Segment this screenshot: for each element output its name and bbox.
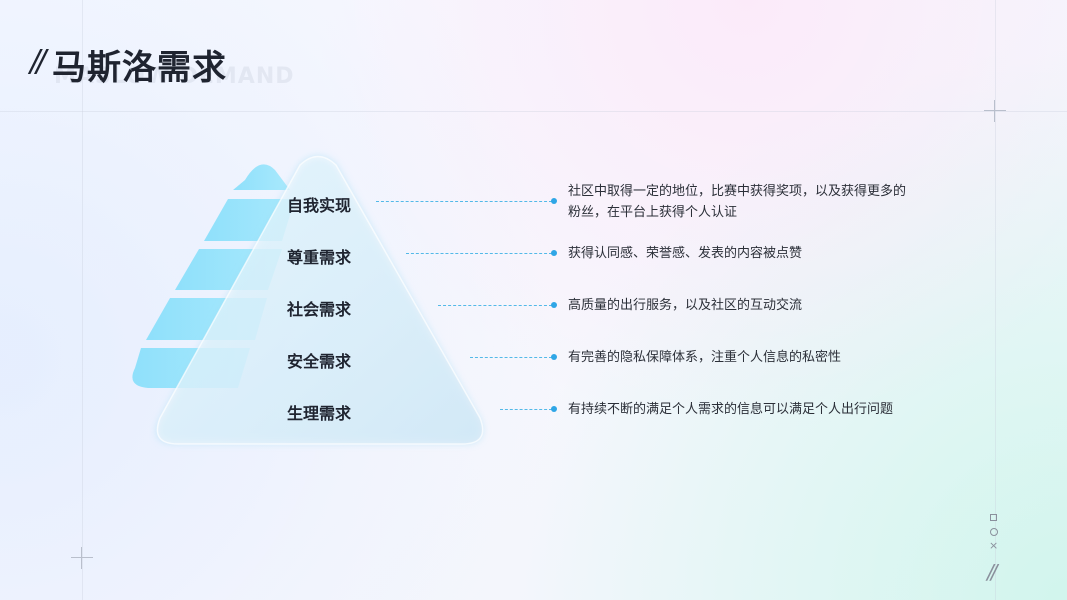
- x-icon: ×: [989, 540, 998, 552]
- level-description-esteem: 获得认同感、荣誉感、发表的内容被点赞: [568, 243, 913, 264]
- level-description-safety: 有完善的隐私保障体系，注重个人信息的私密性: [568, 347, 913, 368]
- connector-dot: [551, 250, 557, 256]
- connector-line: [406, 253, 552, 254]
- level-description-social: 高质量的出行服务，以及社区的互动交流: [568, 295, 913, 316]
- page-title: 马斯洛需求: [52, 40, 227, 89]
- connector-dot: [551, 406, 557, 412]
- connector-dot: [551, 354, 557, 360]
- level-label-physiological: 生理需求: [274, 400, 364, 424]
- level-label-esteem: 尊重需求: [274, 244, 364, 268]
- title-slash-decoration: //: [30, 44, 42, 79]
- level-label-self-actualization: 自我实现: [274, 192, 364, 216]
- connector-dot: [551, 198, 557, 204]
- circle-icon: [990, 528, 998, 536]
- connector-line: [376, 201, 552, 202]
- square-icon: [990, 514, 997, 521]
- slash-decoration: //: [987, 560, 994, 584]
- connector-line: [438, 305, 552, 306]
- connector-line: [500, 409, 552, 410]
- pyramid-stripe-1: [233, 164, 290, 190]
- level-description-self-actualization: 社区中取得一定的地位，比赛中获得奖项，以及获得更多的粉丝，在平台上获得个人认证: [568, 181, 913, 223]
- level-label-social: 社会需求: [274, 296, 364, 320]
- level-description-physiological: 有持续不断的满足个人需求的信息可以满足个人出行问题: [568, 399, 913, 420]
- connector-line: [470, 357, 552, 358]
- level-label-safety: 安全需求: [274, 348, 364, 372]
- connector-dot: [551, 302, 557, 308]
